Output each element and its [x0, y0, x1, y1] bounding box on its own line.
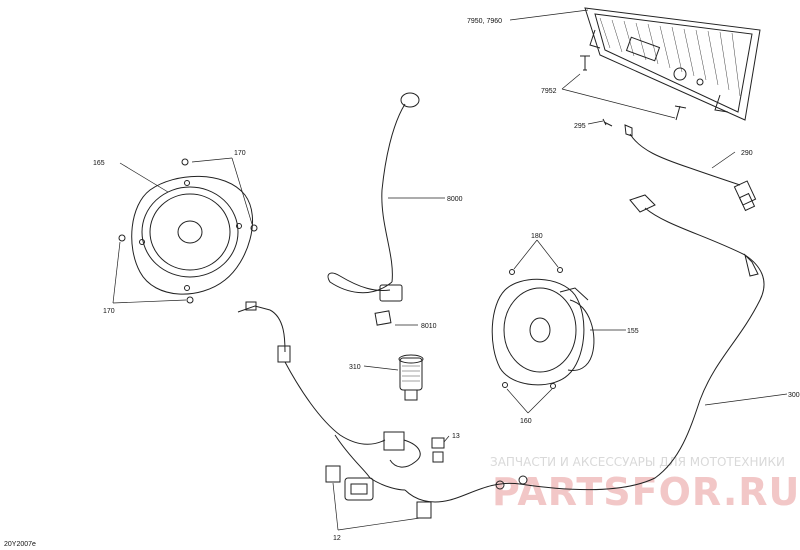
callout-13: 13 [452, 433, 460, 440]
callout-8000: 8000 [447, 196, 463, 203]
callout-labels: 7950, 7960 7952 295 290 165 170 170 8000… [4, 18, 800, 548]
speaker-155 [491, 278, 595, 386]
harness-lower [237, 301, 421, 501]
connector-12 [325, 465, 432, 519]
amplifier-unit [584, 7, 761, 121]
screw-180 [509, 267, 563, 275]
callout-8010: 8010 [421, 323, 437, 330]
watermark-brand: PARTSFOR.RU [492, 470, 800, 514]
screw-170 [118, 158, 258, 304]
screw-160 [502, 382, 556, 389]
screw-7952 [580, 55, 687, 121]
callout-155: 155 [627, 328, 639, 335]
watermark: ЗАПЧАСТИ И АКСЕССУАРЫ ДЛЯ МОТОТЕХНИКИ PA… [490, 455, 800, 514]
callout-170-bottom: 170 [103, 308, 115, 315]
callout-7952: 7952 [541, 88, 557, 95]
callout-290: 290 [741, 150, 753, 157]
callout-295: 295 [574, 123, 586, 130]
callout-310: 310 [349, 364, 361, 371]
cable-8000 [327, 92, 420, 302]
clip-8010 [374, 310, 392, 326]
callout-300: 300 [788, 392, 800, 399]
connector-13 [431, 437, 445, 463]
screw-295 [602, 118, 613, 127]
callout-180: 180 [531, 233, 543, 240]
connector-310 [398, 354, 424, 401]
watermark-tagline: ЗАПЧАСТИ И АКСЕССУАРЫ ДЛЯ МОТОТЕХНИКИ [490, 455, 785, 469]
harness-300 [404, 194, 765, 503]
callout-12: 12 [333, 535, 341, 542]
callout-170-top: 170 [234, 150, 246, 157]
leader-lines [112, 9, 788, 531]
callout-165: 165 [93, 160, 105, 167]
callout-7950-7960: 7950, 7960 [467, 18, 502, 25]
diagram-code: 20Y2007e [4, 541, 36, 548]
harness-290 [624, 124, 757, 212]
speaker-165 [131, 175, 253, 295]
callout-160: 160 [520, 418, 532, 425]
